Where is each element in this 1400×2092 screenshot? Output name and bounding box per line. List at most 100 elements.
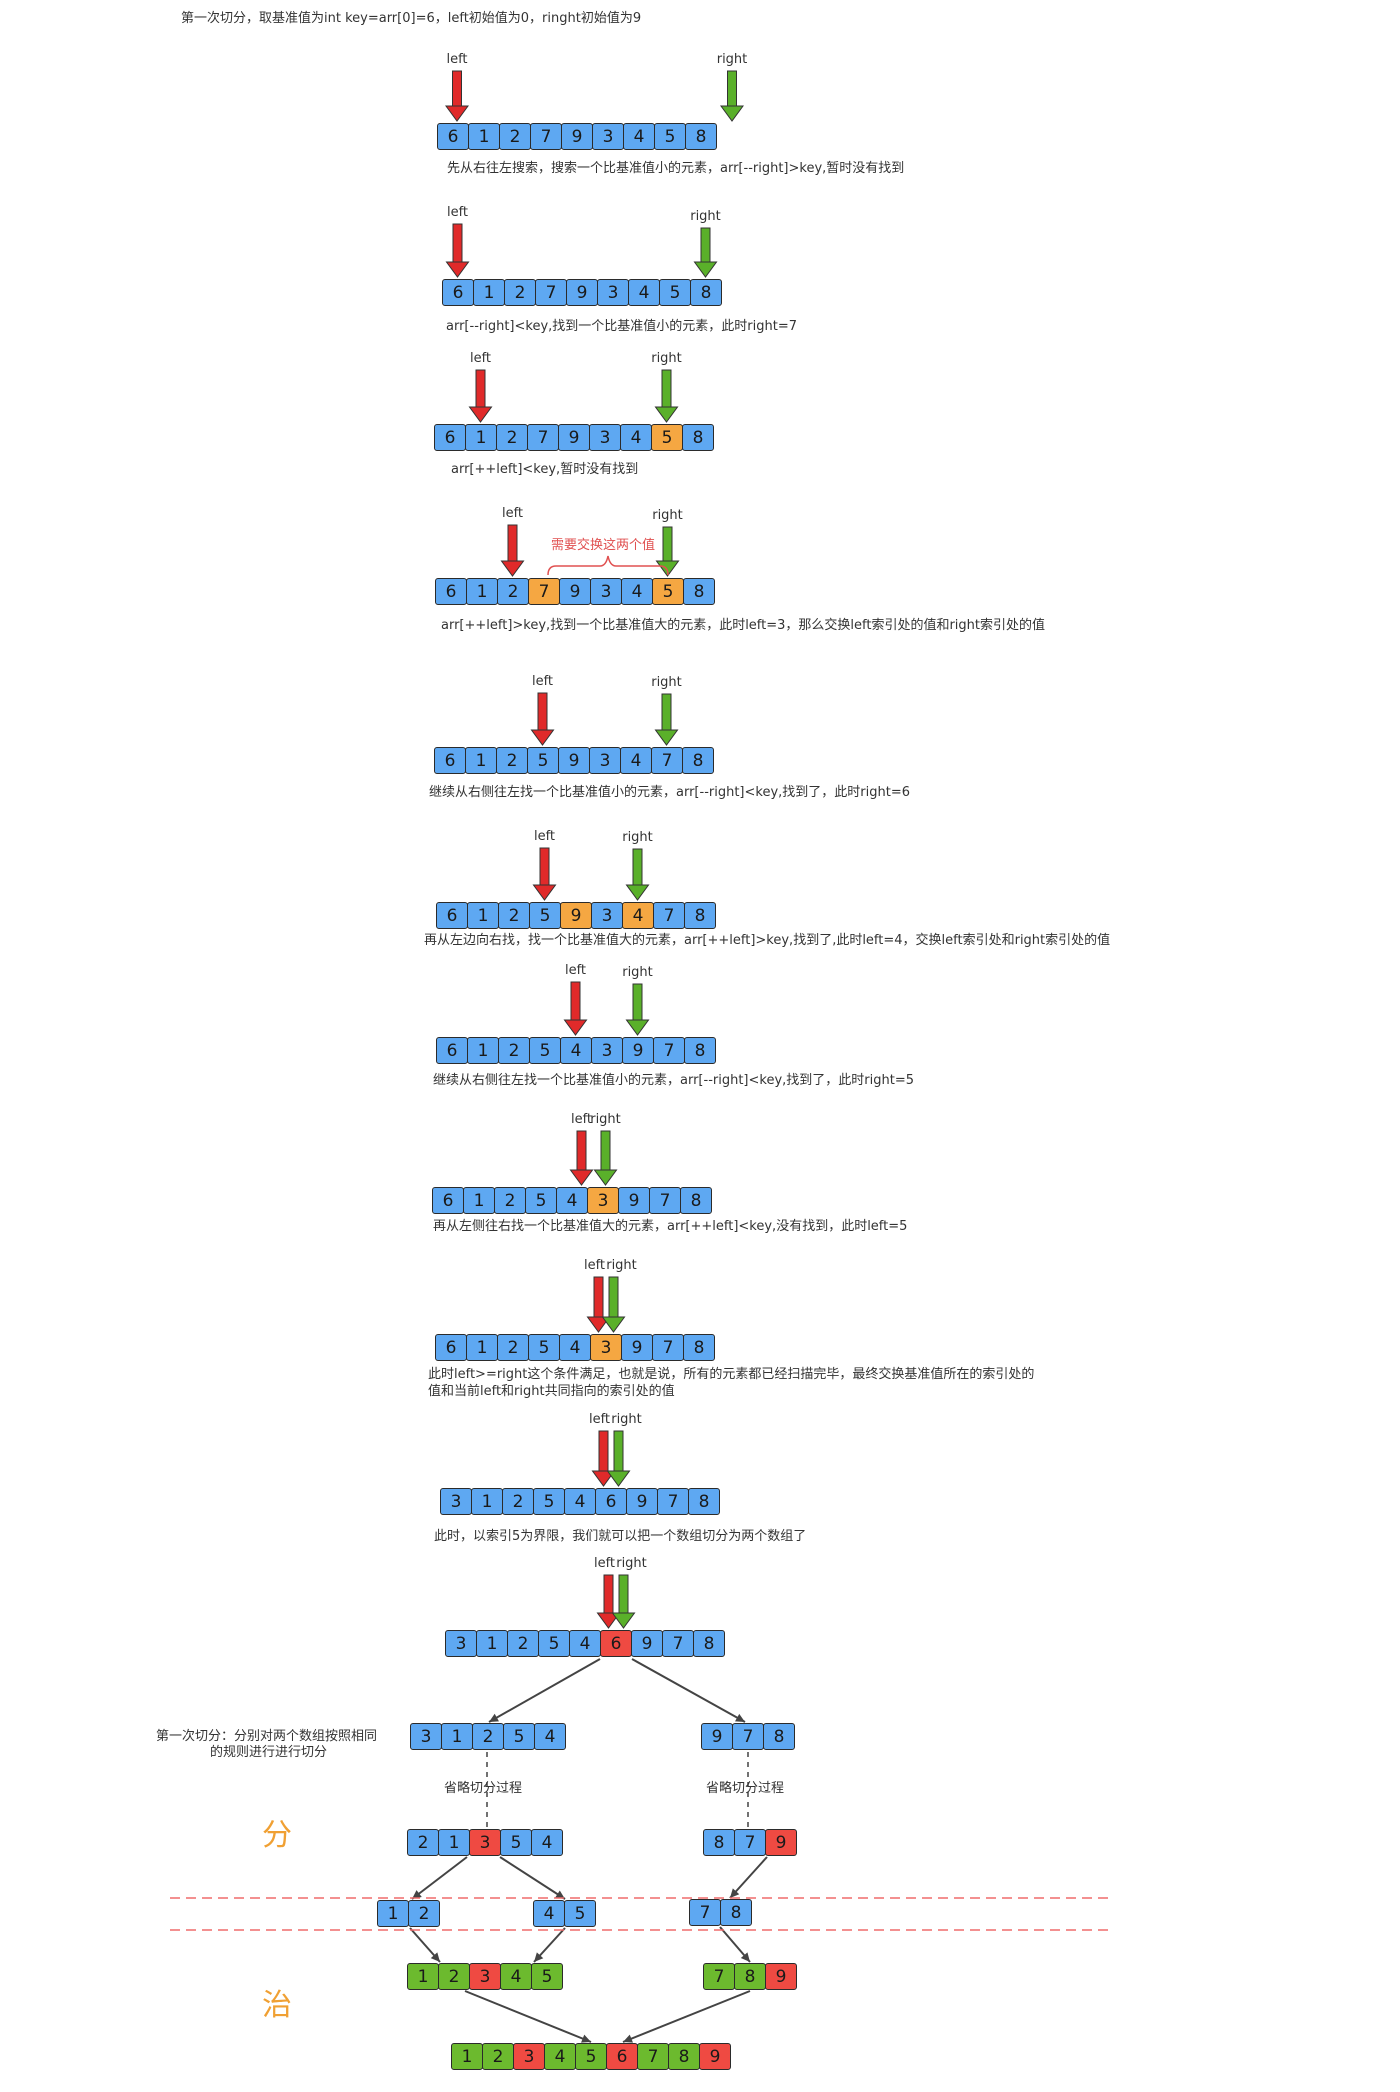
step6-array-cell: 3: [591, 902, 623, 929]
step9-array-cell: 2: [497, 1334, 529, 1361]
step7-array-cell: 4: [560, 1037, 592, 1064]
step4-array-cell: 4: [621, 578, 653, 605]
step5-array-cell: 5: [527, 747, 559, 774]
edge-l2-c-head: [730, 1888, 740, 1898]
step8-array-cell: 6: [432, 1187, 464, 1214]
edge-l4-left-head: [581, 2034, 591, 2043]
edge-l4-right: [622, 1990, 751, 2043]
step1-array-cell: 5: [654, 123, 686, 150]
step2-array-cell: 5: [659, 279, 691, 306]
level3-b-cell: 5: [564, 1900, 596, 1927]
step5-right-label: right: [651, 675, 682, 690]
step6-array-cell: 8: [684, 902, 716, 929]
step1-array-cell: 2: [499, 123, 531, 150]
level1-left-cell: 2: [472, 1723, 504, 1750]
step4-array-cell: 6: [435, 578, 467, 605]
step7-right-arrow: [625, 983, 650, 1036]
step4-array-cell: 5: [652, 578, 684, 605]
step2-right-label: right: [690, 209, 721, 224]
step2-array-cell: 7: [535, 279, 567, 306]
step3-array-cell: 2: [496, 424, 528, 451]
edge-l2-b-head: [555, 1890, 565, 1899]
final-array-cell: 9: [699, 2043, 731, 2070]
level1-left-cell: 3: [410, 1723, 442, 1750]
step10-left-label: left: [588, 1412, 611, 1427]
step3-array-cell: 5: [651, 424, 683, 451]
final-array-cell: 7: [637, 2043, 669, 2070]
step5-array-cell: 3: [589, 747, 621, 774]
step5-array-cell: 9: [558, 747, 590, 774]
caption-10: 此时，以索引5为界限，我们就可以把一个数组切分为两个数组了: [434, 1529, 807, 1544]
level1-right-cell: 9: [701, 1723, 733, 1750]
edge-l4-right-head: [623, 2034, 633, 2043]
step7-left-arrow: [563, 981, 588, 1036]
step10-array-cell: 7: [657, 1488, 689, 1515]
conquer-label: 治: [262, 1988, 292, 2023]
caption-3: arr[++left]<key,暂时没有找到: [451, 462, 639, 477]
step5-array-cell: 1: [465, 747, 497, 774]
step7-array-cell: 6: [436, 1037, 468, 1064]
step2-array-cell: 1: [473, 279, 505, 306]
swap-note: 需要交换这两个值: [551, 538, 656, 553]
level4-right-cell: 9: [765, 1963, 797, 1990]
level3-c-cell: 7: [689, 1899, 721, 1926]
level2-right-cell: 9: [765, 1829, 797, 1856]
step7-array-cell: 7: [653, 1037, 685, 1064]
level3-c-cell: 8: [720, 1899, 752, 1926]
final-array-cell: 2: [482, 2043, 514, 2070]
level1-right-cell: 8: [763, 1723, 795, 1750]
step8-left-label: left: [570, 1112, 593, 1127]
step2-array-cell: 2: [504, 279, 536, 306]
step2-right-arrow: [693, 227, 718, 278]
edge-root-left-head: [489, 1713, 499, 1722]
level1-left-cell: 5: [503, 1723, 535, 1750]
step11-array-cell: 8: [693, 1630, 725, 1657]
step6-array-cell: 6: [436, 902, 468, 929]
step5-array-cell: 7: [651, 747, 683, 774]
step1-array-cell: 7: [530, 123, 562, 150]
step5-right-arrow: [654, 693, 679, 746]
step6-array-cell: 5: [529, 902, 561, 929]
level4-left-cell: 4: [500, 1963, 532, 1990]
caption-2: arr[--right]<key,找到一个比基准值小的元素，此时right=7: [446, 319, 797, 334]
step1-array-cell: 1: [468, 123, 500, 150]
step1-array-cell: 6: [437, 123, 469, 150]
step10-array-cell: 8: [688, 1488, 720, 1515]
step2-left-arrow: [445, 223, 470, 278]
step3-array-cell: 1: [465, 424, 497, 451]
step1-left-arrow: [445, 70, 469, 122]
level3-a-cell: 1: [377, 1900, 409, 1927]
step10-array-cell: 5: [533, 1488, 565, 1515]
step9-array-cell: 1: [466, 1334, 498, 1361]
step6-left-label: left: [533, 829, 556, 844]
step4-array-cell: 1: [466, 578, 498, 605]
edge-l3-a-head: [430, 1952, 440, 1962]
step7-right-label: right: [622, 965, 653, 980]
step2-left-label: left: [446, 205, 469, 220]
step3-array-cell: 3: [589, 424, 621, 451]
caption-9b: 值和当前left和right共同指向的索引处的值: [428, 1384, 675, 1399]
step1-right-label: right: [716, 52, 748, 67]
step11-array-cell: 4: [569, 1630, 601, 1657]
step6-array-cell: 9: [560, 902, 592, 929]
step6-array-cell: 1: [467, 902, 499, 929]
step11-array-cell: 5: [538, 1630, 570, 1657]
step4-array-cell: 2: [497, 578, 529, 605]
step10-array-cell: 1: [471, 1488, 503, 1515]
edge-l4-left: [464, 1990, 592, 2043]
step3-right-arrow: [654, 369, 679, 423]
edge-l2-a: [411, 1856, 468, 1900]
level2-left-cell: 2: [407, 1829, 439, 1856]
step9-left-arrow: [586, 1276, 611, 1333]
step7-array-cell: 1: [467, 1037, 499, 1064]
step2-array-cell: 8: [690, 279, 722, 306]
step10-right-arrow: [606, 1430, 631, 1487]
omit-label-left: 省略切分过程: [444, 1781, 523, 1796]
swap-brace: [547, 555, 669, 576]
step10-array-cell: 4: [564, 1488, 596, 1515]
step1-array-cell: 4: [623, 123, 655, 150]
level3-b-cell: 4: [533, 1900, 565, 1927]
edge-root-right: [631, 1658, 746, 1723]
level2-left-cell: 1: [438, 1829, 470, 1856]
level4-left-cell: 3: [469, 1963, 501, 1990]
